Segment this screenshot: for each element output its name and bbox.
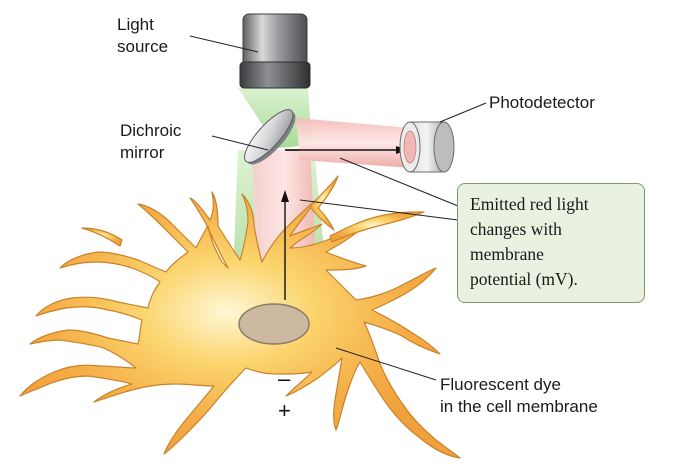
callout-line4: potential (mV). [470,269,578,289]
fluorescent-dye-label: Fluorescent dye in the cell membrane [440,374,598,418]
photodetector-label: Photodetector [489,92,595,114]
leader-lines [189,35,487,381]
fluorescent-dye-label-line2: in the cell membrane [440,397,598,416]
dichroic-mirror [244,109,296,165]
callout-line1: Emitted red light [470,194,589,214]
dichroic-mirror-label-line1: Dichroic [120,121,182,140]
callout-line3: membrane [470,244,544,264]
arrowhead-up [281,190,289,202]
light-source-objective [239,13,311,89]
callout-line2: changes with [470,219,562,239]
light-source-label-line2: source [117,37,169,56]
photodetector-label-text: Photodetector [489,93,595,112]
light-source-label-line1: Light [117,15,154,34]
emitted-light-callout: Emitted red light changes with membrane … [457,183,645,303]
light-source-label: Light source [117,14,168,58]
photodetector-device [399,121,455,173]
dichroic-mirror-label: Dichroic mirror [120,120,181,164]
cell-nucleus [238,303,310,345]
light-path-arrows [284,149,402,300]
fluorescent-dye-label-line1: Fluorescent dye [440,375,561,394]
plus-sign: + [278,398,291,423]
dichroic-mirror-label-line2: mirror [120,143,165,162]
minus-sign: – [278,366,291,391]
